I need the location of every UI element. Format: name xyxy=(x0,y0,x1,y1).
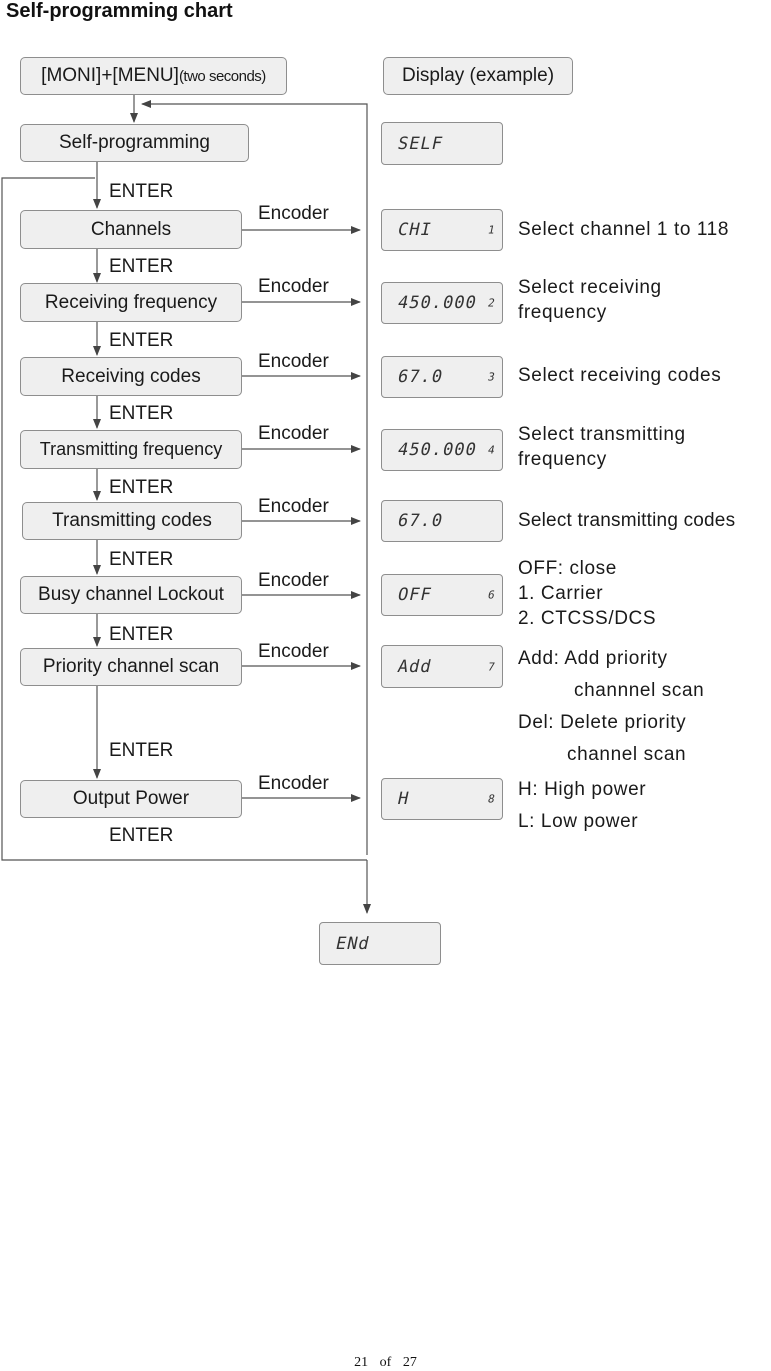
priority-channel-scan-description: Add: Add priority channnel scan Del: Del… xyxy=(518,643,704,771)
desc-line: OFF: close xyxy=(518,558,617,579)
display-header-box: Display (example) xyxy=(383,57,573,95)
display-header-label: Display (example) xyxy=(401,65,555,86)
page-title: Self-programming chart xyxy=(6,0,233,22)
lcd-step-number: 4 xyxy=(486,443,497,457)
step-label: Transmitting codes xyxy=(52,510,212,531)
step-output-power-box: Output Power xyxy=(20,780,242,818)
busy-channel-lockout-description: OFF: close 1. Carrier 2. CTCSS/DCS xyxy=(518,556,656,631)
encoder-label: Encoder xyxy=(258,570,329,591)
enter-label: ENTER xyxy=(109,330,174,351)
lcd-text: CHI xyxy=(395,220,434,240)
desc-line: Select channel 1 to 118 xyxy=(518,219,729,240)
encoder-label: Encoder xyxy=(258,423,329,444)
page-number-footer: 21 of 27 xyxy=(0,1355,771,1371)
desc-line: channnel scan xyxy=(574,680,705,701)
lcd-text: OFF xyxy=(395,585,434,605)
enter-label: ENTER xyxy=(109,825,174,846)
desc-line: frequency xyxy=(518,302,607,323)
step-label: Transmitting frequency xyxy=(39,439,223,459)
desc-line: 1. Carrier xyxy=(518,583,604,604)
lcd-text: Add xyxy=(395,656,434,677)
step-label: Receiving codes xyxy=(61,365,201,387)
enter-label: ENTER xyxy=(109,477,174,498)
transmitting-frequency-lcd-display: 450.000 4 xyxy=(381,429,503,471)
page-current: 21 xyxy=(354,1355,369,1370)
encoder-label: Encoder xyxy=(258,276,329,297)
output-power-description: H: High power L: Low power xyxy=(518,774,646,838)
encoder-label: Encoder xyxy=(258,773,329,794)
step-priority-channel-scan-box: Priority channel scan xyxy=(20,648,242,686)
start-key-combo-box: [MONI]+[MENU](two seconds) xyxy=(20,57,287,95)
transmitting-frequency-description: Select transmitting frequency xyxy=(518,422,686,472)
lcd-step-number: 1 xyxy=(486,223,497,237)
step-transmitting-codes-box: Transmitting codes xyxy=(22,502,242,540)
lcd-step-number: 6 xyxy=(486,588,497,602)
desc-line: L: Low power xyxy=(518,811,639,832)
busy-channel-lockout-lcd-display: OFF 6 xyxy=(381,574,503,616)
desc-line: Del: Delete priority xyxy=(518,712,687,733)
desc-line: Select transmitting xyxy=(518,424,686,445)
encoder-label: Encoder xyxy=(258,203,329,224)
desc-line: channel scan xyxy=(567,744,687,765)
step-label: Channels xyxy=(90,218,172,240)
channels-lcd-display: CHI 1 xyxy=(381,209,503,251)
lcd-text: ENd xyxy=(333,933,372,954)
lcd-step-number: 2 xyxy=(486,296,497,310)
enter-label: ENTER xyxy=(109,181,174,202)
desc-line: H: High power xyxy=(518,779,647,800)
transmitting-codes-lcd-display: 67.0 xyxy=(381,500,503,542)
desc-line: Add: Add priority xyxy=(518,648,668,669)
step-channels-box: Channels xyxy=(20,210,242,249)
priority-channel-scan-lcd-display: Add 7 xyxy=(381,645,503,688)
encoder-label: Encoder xyxy=(258,351,329,372)
step-busy-channel-lockout-box: Busy channel Lockout xyxy=(20,576,242,614)
lcd-text: SELF xyxy=(395,133,446,154)
encoder-label: Encoder xyxy=(258,496,329,517)
end-lcd-display: ENd xyxy=(319,922,441,965)
duration-label: (two seconds) xyxy=(178,67,266,85)
channels-description: Select channel 1 to 118 xyxy=(518,217,729,242)
desc-line: 2. CTCSS/DCS xyxy=(518,608,657,629)
desc-line: Select receiving xyxy=(518,277,662,298)
lcd-text: 450.000 xyxy=(395,440,479,460)
page-of: of xyxy=(379,1355,392,1370)
receiving-codes-description: Select receiving codes xyxy=(518,363,721,388)
page-total: 27 xyxy=(402,1355,417,1370)
self-programming-box: Self-programming xyxy=(20,124,249,162)
lcd-text: H xyxy=(395,789,412,809)
enter-label: ENTER xyxy=(109,256,174,277)
step-label: Output Power xyxy=(72,788,190,809)
step-label: Busy channel Lockout xyxy=(38,584,224,605)
lcd-step-number: 3 xyxy=(486,370,497,384)
receiving-frequency-lcd-display: 450.000 2 xyxy=(381,282,503,324)
lcd-text: 67.0 xyxy=(395,511,446,531)
lcd-step-number: 7 xyxy=(486,660,497,673)
step-receiving-frequency-box: Receiving frequency xyxy=(20,283,242,322)
desc-line: Select transmitting codes xyxy=(518,510,736,531)
step-transmitting-frequency-box: Transmitting frequency xyxy=(20,430,242,469)
desc-line: Select receiving codes xyxy=(518,365,722,386)
self-lcd-display: SELF xyxy=(381,122,503,165)
self-programming-label: Self-programming xyxy=(59,132,210,153)
lcd-text: 450.000 xyxy=(395,293,479,313)
desc-line: frequency xyxy=(518,449,607,470)
step-label: Priority channel scan xyxy=(42,656,220,677)
enter-label: ENTER xyxy=(109,549,174,570)
transmitting-codes-description: Select transmitting codes xyxy=(518,508,735,533)
lcd-text: 67.0 xyxy=(395,367,446,387)
enter-label: ENTER xyxy=(109,624,174,645)
lcd-step-number: 8 xyxy=(486,792,497,806)
step-label: Receiving frequency xyxy=(44,291,218,313)
receiving-frequency-description: Select receiving frequency xyxy=(518,275,662,325)
output-power-lcd-display: H 8 xyxy=(381,778,503,820)
encoder-label: Encoder xyxy=(258,641,329,662)
step-receiving-codes-box: Receiving codes xyxy=(20,357,242,396)
key-combo-label: [MONI]+[MENU] xyxy=(41,65,179,86)
enter-label: ENTER xyxy=(109,403,174,424)
enter-label: ENTER xyxy=(109,740,174,761)
receiving-codes-lcd-display: 67.0 3 xyxy=(381,356,503,398)
